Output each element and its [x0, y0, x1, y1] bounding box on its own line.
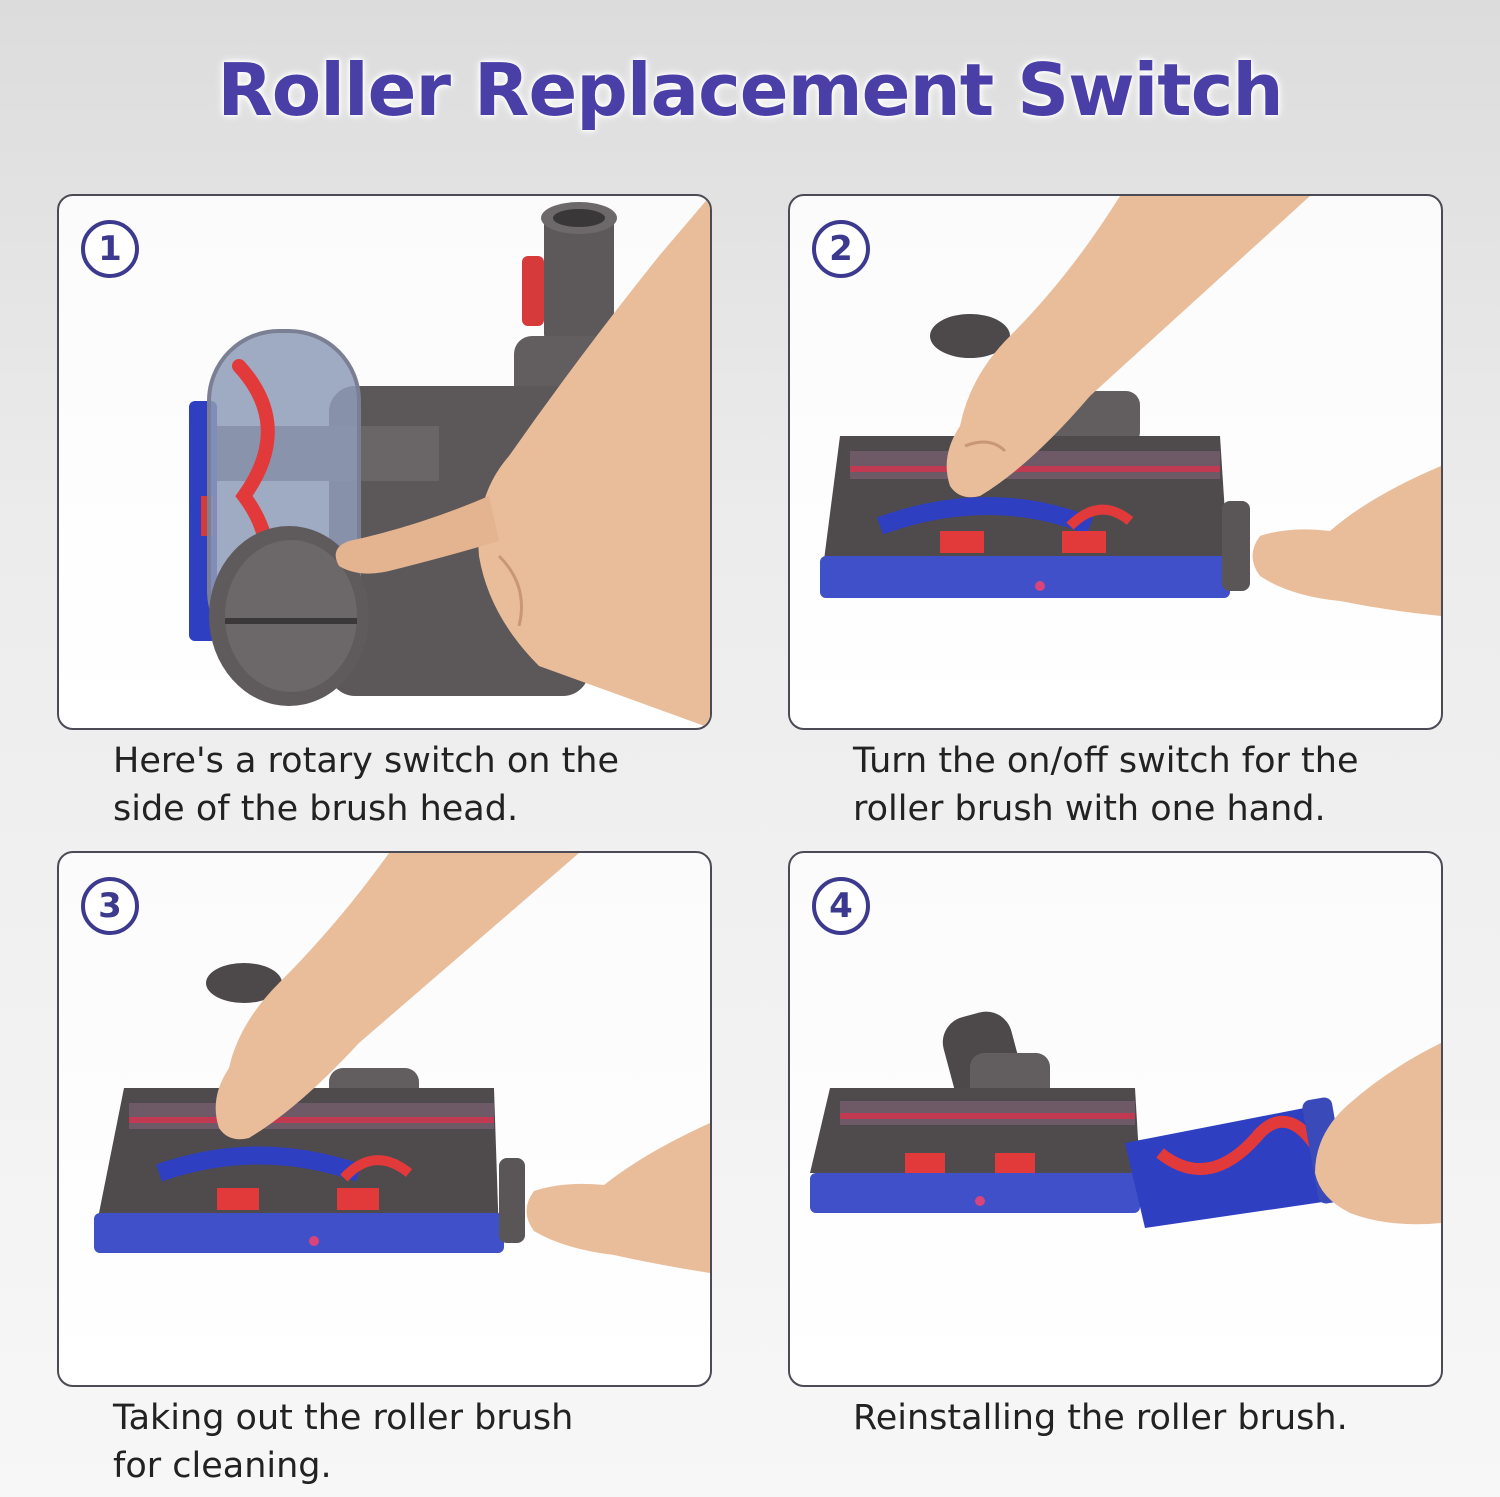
- step-number-badge: 4: [812, 877, 870, 935]
- step-number-badge: 1: [81, 220, 139, 278]
- step-3-illustration: [94, 853, 710, 1273]
- step-1-caption: Here's a rotary switch on the side of th…: [113, 741, 620, 829]
- step-number-badge: 3: [81, 877, 139, 935]
- step-4-panel: 4: [788, 851, 1443, 1387]
- page-title: Roller Replacement Switch: [217, 48, 1283, 132]
- step-2-caption: Turn the on/off switch for the roller br…: [853, 741, 1359, 829]
- step-number-badge: 2: [812, 220, 870, 278]
- step-4-illustration: [810, 1011, 1441, 1228]
- step-1-panel: 1: [57, 194, 712, 730]
- step-3-caption: Taking out the roller brush for cleaning…: [113, 1398, 574, 1486]
- step-1-illustration: [189, 196, 710, 728]
- step-2-illustration: [820, 196, 1441, 616]
- step-2-panel: 2: [788, 194, 1443, 730]
- step-3-panel: 3: [57, 851, 712, 1387]
- step-4-caption: Reinstalling the roller brush.: [853, 1398, 1348, 1438]
